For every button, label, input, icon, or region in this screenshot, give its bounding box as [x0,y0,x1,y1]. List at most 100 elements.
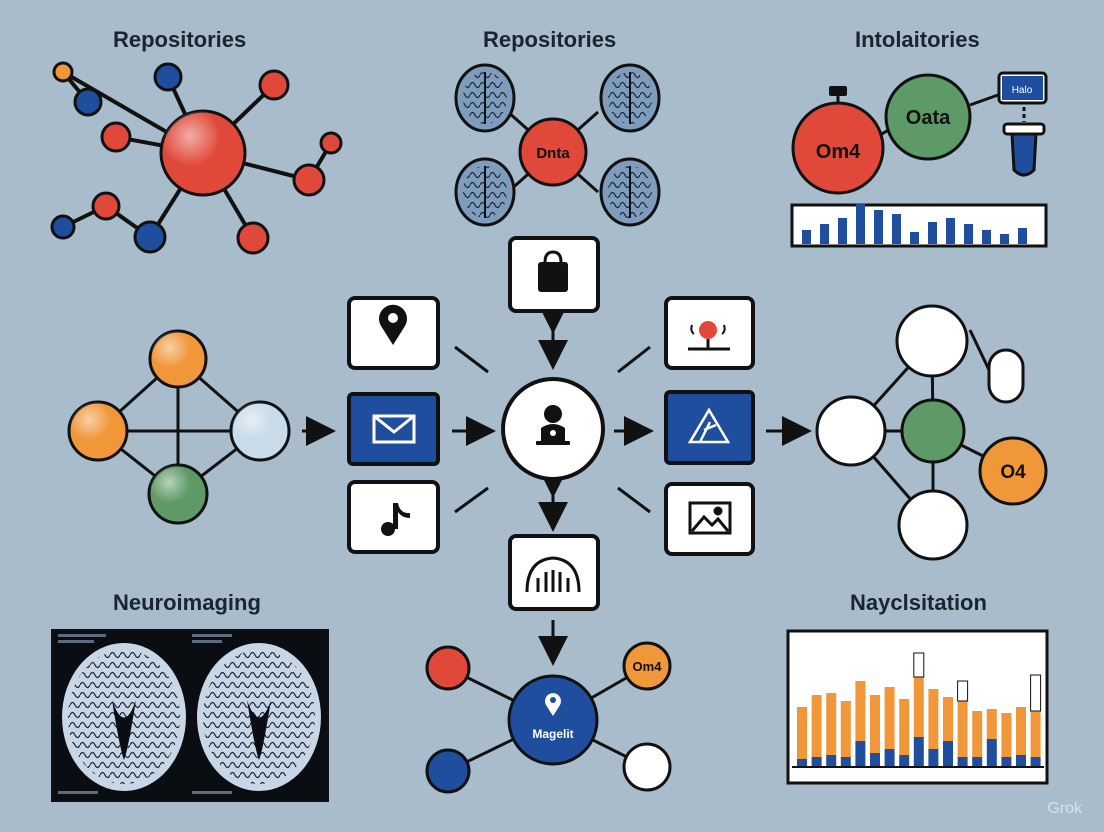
lock-node [501,377,605,481]
stacked-bar-segment [928,689,939,749]
mini-bar [820,224,829,244]
mri-brain-icon [62,643,186,791]
o4-node-label: O4 [1000,462,1026,483]
brain-icon [454,63,516,133]
envelope-icon [372,414,416,444]
stacked-bar-chart [786,629,1049,785]
tube-icon [1002,122,1046,177]
stacked-bar-segment [1030,674,1042,712]
stacked-bar-segment [811,757,822,767]
signal-box [508,534,600,611]
stacked-bar-segment [957,701,968,757]
stacked-bar-segment [928,749,939,767]
mini-bar-chart [790,203,1048,248]
bottom-right-title: Nayclsitation [850,590,987,615]
brain-icon [599,157,661,227]
mini-bar [856,204,865,244]
om4-small-label: Om4 [633,659,663,674]
image-icon [688,501,732,535]
mini-bar [946,218,955,244]
stacked-bar-segment [986,709,997,739]
stacked-bar-segment [957,757,968,767]
om4-node-label: Om4 [816,141,861,163]
mini-bar [1018,228,1027,244]
map-pin-box [347,296,440,370]
person-icon [688,321,730,351]
stacked-bar-segment [826,693,837,755]
stacked-bar-segment [1030,757,1041,767]
top-left-title: Repositories [113,27,247,52]
brain-network: Dnta [454,63,661,227]
stacked-bar-segment [826,755,837,767]
stacked-bar-segment [972,711,983,757]
music-note-icon [381,503,410,536]
stacked-bar-segment [884,687,895,749]
triangle-logo-icon [687,407,731,444]
top-center-title: Repositories [483,27,617,52]
signal-icon [525,556,581,593]
stacked-bar-segment [957,680,969,702]
right-node-cluster: O4 [815,304,1048,561]
stacked-bar-segment [840,757,851,767]
stacked-bar-segment [855,741,866,767]
stacked-bar-segment [986,739,997,767]
mri-brain-icon [197,643,321,791]
mini-bar [892,214,901,244]
stacked-bar-segment [899,755,910,767]
bottom-node-cluster: Om4 Magelit [425,641,672,794]
stacked-bar-segment [913,737,924,767]
brain-icon [454,157,516,227]
mini-bar [802,230,811,244]
stacked-bar-segment [811,695,822,757]
tag-label: Halo [1012,85,1033,96]
stacked-bar-segment [943,741,953,767]
map-pin-icon [545,693,561,716]
stacked-bar-segment [1016,755,1026,767]
mini-bar [964,224,973,244]
stacked-bar-segment [943,697,953,741]
stacked-bar-segment [797,759,807,767]
stacked-bar-segment [1001,757,1012,767]
data-cluster: Om4 Oata Halo [791,71,1048,195]
stacked-bar-segment [840,701,851,757]
stacked-bar-segment [913,652,925,678]
brain-icon [599,63,661,133]
shopping-bag-icon [538,250,568,292]
diagonal-connectors [454,345,651,514]
stacked-bar-segment [1016,707,1026,755]
mini-bar [928,222,937,244]
top-right-title: Intolaitories [855,27,980,52]
hub-label: Dnta [536,145,570,162]
stacked-bar-segment [884,749,895,767]
mri-panel [51,629,329,802]
left-node-cluster [67,329,291,525]
stacked-bar-segment [972,757,983,767]
stacked-bar-segment [1030,711,1041,757]
mini-bar [982,230,991,244]
music-box [347,480,440,554]
stacked-bar-segment [899,699,910,755]
stacked-bar-segment [870,695,880,753]
bottom-left-title: Neuroimaging [113,590,261,615]
molecule-atoms [50,61,343,255]
image-box [664,482,755,556]
mini-bar [874,210,883,244]
oata-node-label: Oata [906,107,951,129]
stacked-bar-segment [797,707,807,759]
user-lock-icon [536,405,570,445]
bag-box [508,236,600,313]
stacked-bar-segment [870,753,880,767]
stacked-bar-segment [855,681,866,741]
mini-bar [838,218,847,244]
envelope-box [347,392,440,466]
triangle-box [664,390,755,465]
magelit-label: Magelit [532,727,573,741]
mini-bar [910,232,919,244]
map-pin-icon [379,304,408,345]
stacked-bar-segment [913,677,924,737]
person-box [664,296,755,370]
stacked-bar-segment [1001,713,1012,757]
watermark: Grok [1047,800,1082,817]
flow-arrows [302,304,812,666]
